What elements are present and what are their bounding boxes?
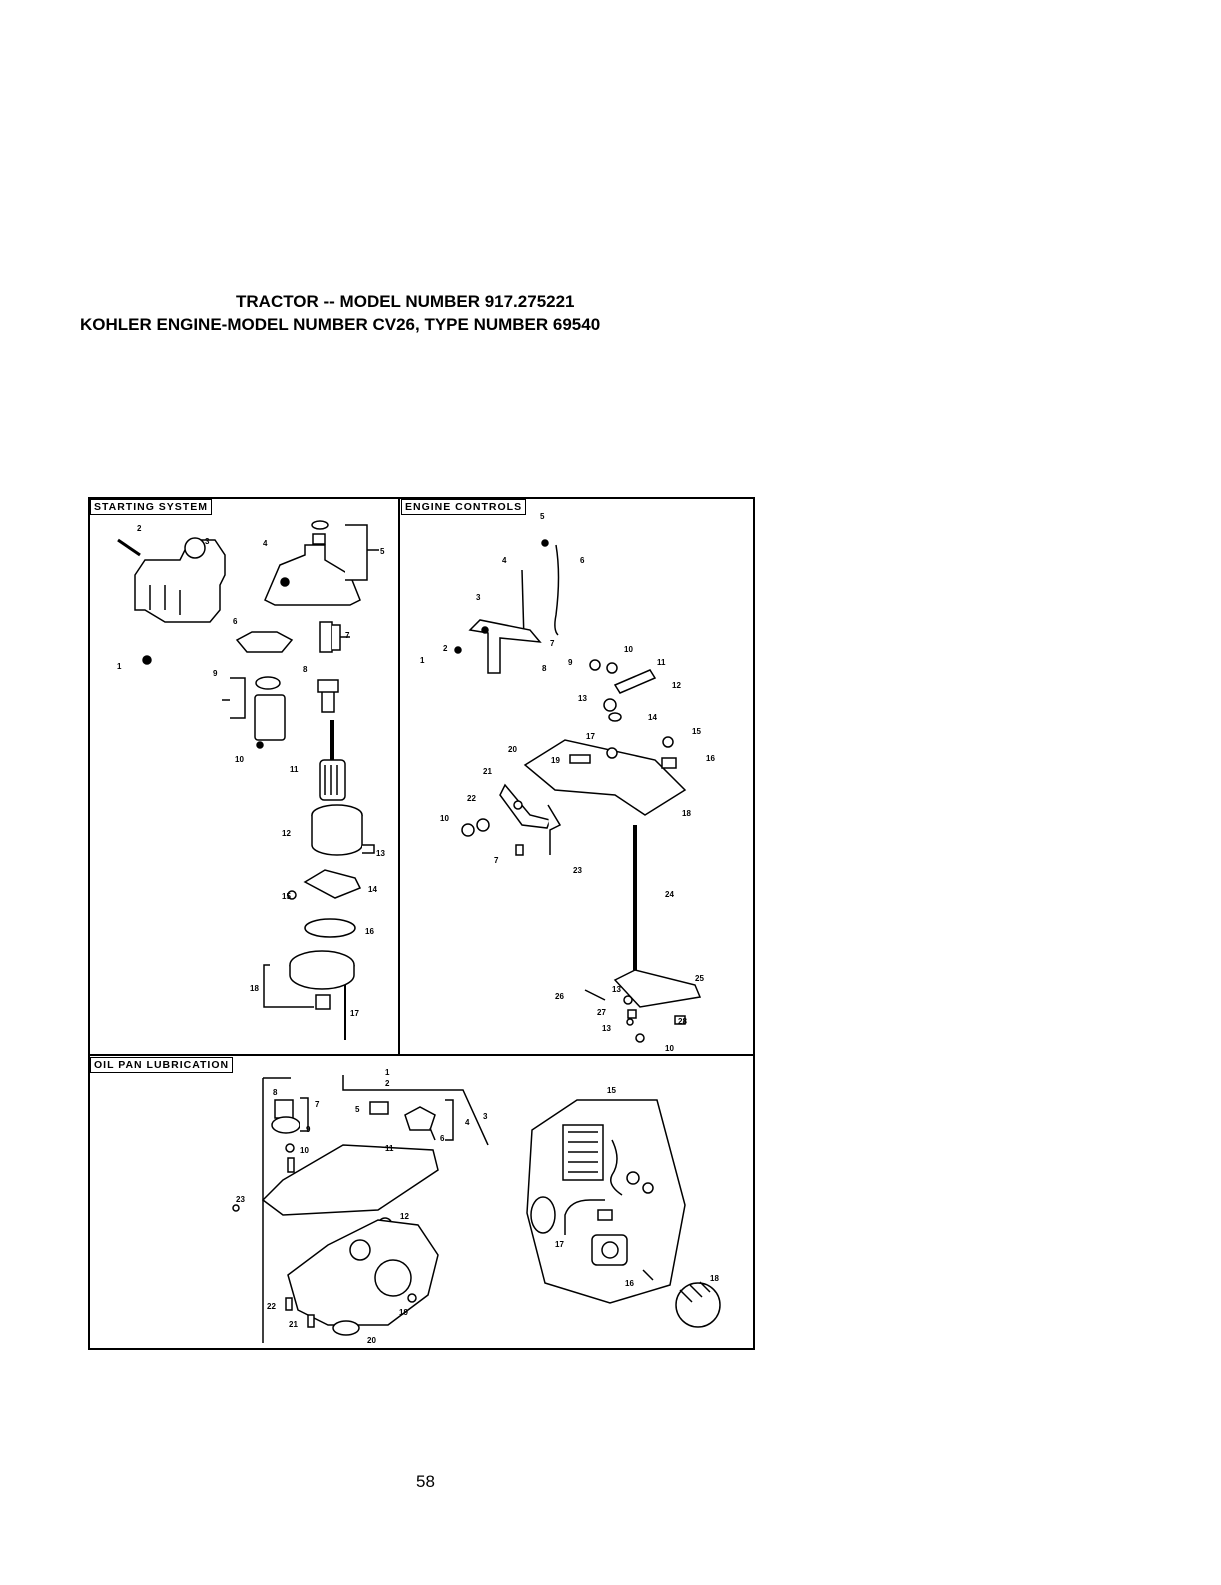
callout-oil-pan-lubrication-17: 23 xyxy=(236,1195,245,1204)
callout-oil-pan-lubrication-18: 15 xyxy=(607,1086,616,1095)
panel-header-starting-system: STARTING SYSTEM xyxy=(90,499,212,515)
callout-engine-controls-22: 22 xyxy=(467,794,476,803)
callout-starting-system-14: 14 xyxy=(368,885,377,894)
callout-engine-controls-1: 1 xyxy=(420,656,425,665)
callout-oil-pan-lubrication-7: 7 xyxy=(315,1100,320,1109)
callout-oil-pan-lubrication-2: 2 xyxy=(385,1079,390,1088)
callout-engine-controls-17: 17 xyxy=(586,732,595,741)
callout-oil-pan-lubrication-10: 10 xyxy=(300,1146,309,1155)
callout-engine-controls-6: 6 xyxy=(580,556,585,565)
callout-starting-system-7: 7 xyxy=(345,631,350,640)
callout-engine-controls-25: 23 xyxy=(573,866,582,875)
callout-engine-controls-10: 10 xyxy=(624,645,633,654)
callout-engine-controls-12: 12 xyxy=(672,681,681,690)
parts-diagram-frame xyxy=(88,497,755,1350)
callout-starting-system-1: 1 xyxy=(117,662,122,671)
callout-engine-controls-24: 10 xyxy=(440,814,449,823)
callout-starting-system-12: 12 xyxy=(282,829,291,838)
callout-starting-system-9: 9 xyxy=(213,669,218,678)
callout-engine-controls-11: 11 xyxy=(657,658,666,667)
callout-starting-system-8: 8 xyxy=(303,665,308,674)
callout-engine-controls-19: 19 xyxy=(551,756,560,765)
callout-engine-controls-16: 16 xyxy=(706,754,715,763)
document-subtitle: KOHLER ENGINE-MODEL NUMBER CV26, TYPE NU… xyxy=(80,315,601,334)
callout-oil-pan-lubrication-3: 3 xyxy=(483,1112,488,1121)
callout-oil-pan-lubrication-4: 4 xyxy=(465,1118,470,1127)
callout-starting-system-15: 15 xyxy=(282,892,291,901)
callout-oil-pan-lubrication-11: 11 xyxy=(385,1144,394,1153)
callout-oil-pan-lubrication-19: 16 xyxy=(625,1279,634,1288)
callout-oil-pan-lubrication-16: 22 xyxy=(267,1302,276,1311)
callout-oil-pan-lubrication-6: 6 xyxy=(440,1134,445,1143)
callout-starting-system-17: 17 xyxy=(350,1009,359,1018)
engine-controls-illustration xyxy=(454,539,702,1043)
callout-oil-pan-lubrication-21: 18 xyxy=(710,1274,719,1283)
callout-engine-controls-23: 7 xyxy=(494,856,499,865)
callout-engine-controls-4: 4 xyxy=(502,556,507,565)
callout-starting-system-6: 6 xyxy=(233,617,238,626)
callout-engine-controls-9: 9 xyxy=(568,658,573,667)
callout-engine-controls-13: 13 xyxy=(578,694,587,703)
callout-engine-controls-3: 3 xyxy=(476,593,481,602)
callout-engine-controls-30: 27 xyxy=(597,1008,606,1017)
callout-engine-controls-18: 18 xyxy=(682,809,691,818)
callout-engine-controls-14: 14 xyxy=(648,713,657,722)
callout-starting-system-13: 13 xyxy=(376,849,385,858)
callout-engine-controls-33: 10 xyxy=(665,1044,674,1053)
callout-engine-controls-31: 13 xyxy=(602,1024,611,1033)
callout-engine-controls-7: 7 xyxy=(550,639,555,648)
callout-engine-controls-5: 5 xyxy=(540,512,545,521)
callout-engine-controls-28: 26 xyxy=(555,992,564,1001)
page-number-wrap: 58 xyxy=(0,1472,1221,1492)
callout-starting-system-4: 4 xyxy=(263,539,268,548)
callout-starting-system-11: 11 xyxy=(290,765,299,774)
callout-oil-pan-lubrication-12: 12 xyxy=(400,1212,409,1221)
callout-starting-system-16: 16 xyxy=(365,927,374,936)
callout-starting-system-10: 10 xyxy=(235,755,244,764)
callout-engine-controls-20: 20 xyxy=(508,745,517,754)
callout-oil-pan-lubrication-13: 19 xyxy=(399,1308,408,1317)
panel-header-oil-pan-lubrication: OIL PAN LUBRICATION xyxy=(90,1057,234,1073)
callout-oil-pan-lubrication-14: 20 xyxy=(367,1336,376,1345)
callout-engine-controls-26: 24 xyxy=(665,890,674,899)
panel-header-engine-controls: ENGINE CONTROLS xyxy=(401,499,527,515)
page-number: 58 xyxy=(416,1472,435,1491)
callout-starting-system-5: 5 xyxy=(380,547,385,556)
callout-starting-system-3: 3 xyxy=(205,537,210,546)
callout-oil-pan-lubrication-9: 9 xyxy=(306,1125,311,1134)
callout-engine-controls-2: 2 xyxy=(443,644,448,653)
document-title: TRACTOR -- MODEL NUMBER 917.275221 xyxy=(236,292,575,311)
callout-starting-system-2: 2 xyxy=(137,524,142,533)
callout-engine-controls-32: 28 xyxy=(678,1017,687,1026)
callout-oil-pan-lubrication-8: 8 xyxy=(273,1088,278,1097)
callout-engine-controls-8: 8 xyxy=(542,664,547,673)
starting-system-illustration xyxy=(117,520,379,1040)
callout-oil-pan-lubrication-5: 5 xyxy=(355,1105,360,1114)
callout-oil-pan-lubrication-1: 1 xyxy=(385,1068,390,1077)
callout-starting-system-18: 18 xyxy=(250,984,259,993)
callout-engine-controls-27: 25 xyxy=(695,974,704,983)
callout-oil-pan-lubrication-20: 17 xyxy=(555,1240,564,1249)
callout-engine-controls-15: 15 xyxy=(692,727,701,736)
callout-engine-controls-29: 13 xyxy=(612,985,621,994)
callout-oil-pan-lubrication-15: 21 xyxy=(289,1320,298,1329)
callout-engine-controls-21: 21 xyxy=(483,767,492,776)
oil-pan-lubrication-illustration xyxy=(232,1075,721,1343)
